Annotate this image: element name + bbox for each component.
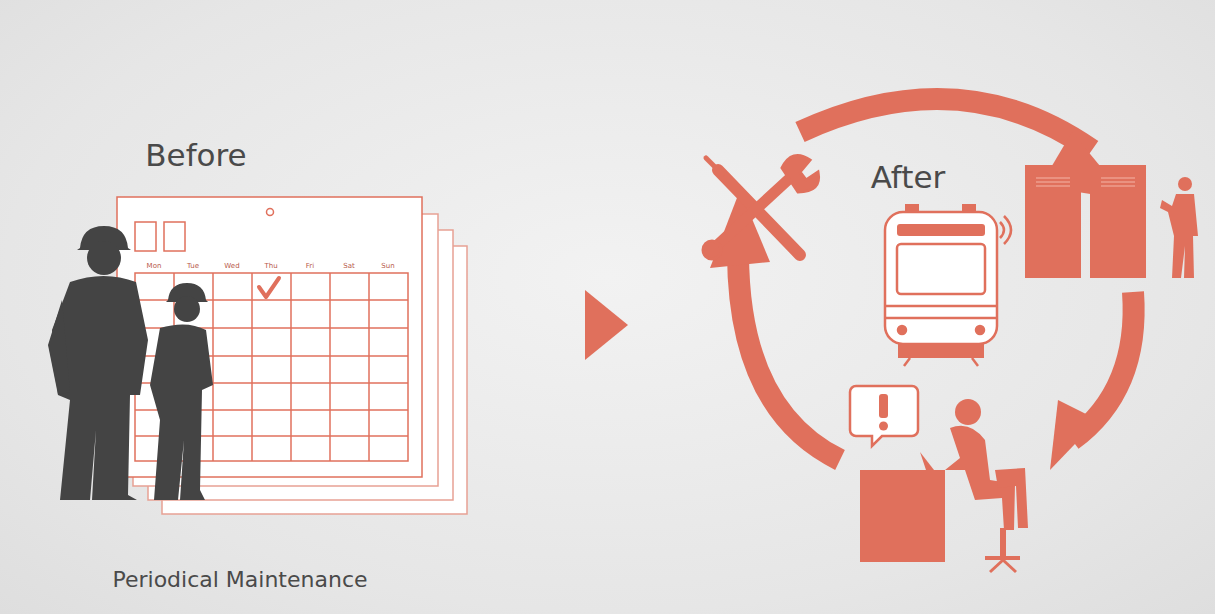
cycle-arrows (738, 99, 1134, 460)
weekday-label: Mon (147, 263, 162, 271)
calendar (117, 197, 467, 514)
weekday-label: Sun (381, 263, 394, 271)
arrow-heads (710, 132, 1128, 470)
weekday-label: Thu (264, 263, 277, 271)
train-icon (885, 204, 1011, 366)
heading: After (871, 160, 945, 194)
workers (48, 226, 213, 500)
weekday-label: Fri (306, 263, 314, 271)
server-icon (1025, 165, 1198, 278)
weekday-label: Tue (187, 263, 199, 271)
weekday-label: Wed (224, 263, 239, 271)
heading: Before (145, 138, 246, 172)
arrow-triangle (585, 290, 628, 360)
weekday-label: Sat (343, 263, 354, 271)
caption-label: Periodical Maintenance (112, 568, 367, 592)
operator-icon (850, 386, 1028, 572)
tools-icon (703, 156, 819, 260)
check-mark (259, 278, 279, 297)
